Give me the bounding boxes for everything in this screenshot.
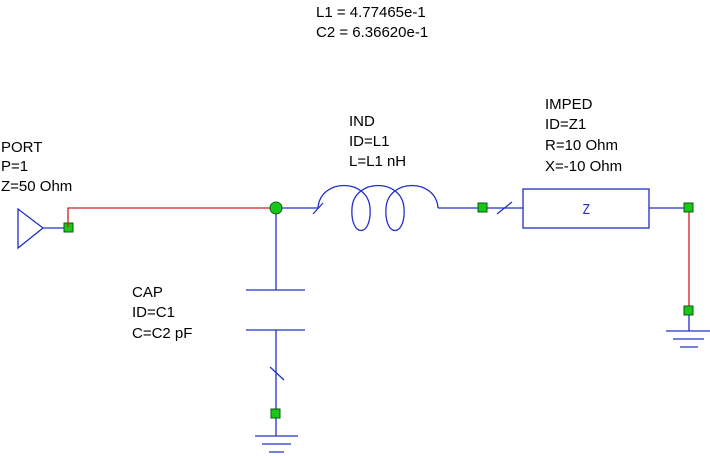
ind-value-label: L=L1 nH [349, 153, 406, 170]
inductor-pin-right[interactable] [477, 202, 488, 213]
imped-terminal-tick [496, 201, 513, 215]
capacitor-symbol[interactable] [246, 214, 305, 419]
port-symbol[interactable] [17, 207, 74, 250]
inductor-symbol[interactable] [282, 185, 488, 232]
cap-value-label: C=C2 pF [132, 325, 192, 342]
ground-bottom-icon[interactable] [255, 418, 298, 453]
ind-id-label: ID=L1 [349, 133, 389, 150]
ground-right-pin[interactable] [683, 305, 694, 316]
equation-l1: L1 = 4.77465e-1 [316, 4, 426, 21]
ground-right-icon[interactable] [666, 305, 710, 348]
imped-name-label: IMPED [545, 96, 593, 113]
imped-pin-right[interactable] [683, 202, 694, 213]
imped-id-label: ID=Z1 [545, 116, 586, 133]
imped-x-label: X=-10 Ohm [545, 158, 622, 175]
cap-name-label: CAP [132, 284, 163, 301]
wire-port-to-node[interactable] [67, 207, 276, 227]
imped-r-label: R=10 Ohm [545, 137, 618, 154]
ind-name-label: IND [349, 113, 375, 130]
junction-node[interactable] [269, 201, 283, 215]
impedance-symbol[interactable]: Z [487, 188, 694, 229]
capacitor-terminal-tick [269, 366, 285, 381]
port-name-label: PORT [1, 139, 42, 156]
imped-symbol-text: Z [582, 203, 590, 218]
inductor-terminal-tick [312, 202, 324, 215]
port-p-label: P=1 [1, 158, 28, 175]
capacitor-pin-bottom[interactable] [270, 408, 281, 419]
port-z-label: Z=50 Ohm [1, 178, 72, 195]
cap-id-label: ID=C1 [132, 304, 175, 321]
equation-c2: C2 = 6.36620e-1 [316, 24, 428, 41]
